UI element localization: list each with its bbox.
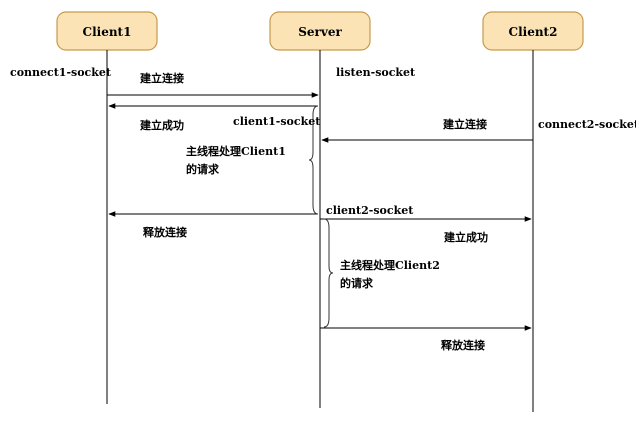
client1-handling-brace [308,105,319,215]
client2-note-line1: 主线程处理Client2 [340,258,440,272]
client2-title: Client2 [509,25,558,39]
c2-release-label: 释放连接 [441,338,485,352]
client1-note-line2: 的请求 [186,162,220,176]
client1-socket-label: client1-socket [233,115,321,128]
client1-title: Client1 [83,25,132,39]
c2-connect-label: 建立连接 [443,117,487,131]
c2-success-label: 建立成功 [444,230,488,244]
client1-note-line1: 主线程处理Client1 [186,144,286,158]
client2-handling-brace [323,218,334,328]
connect2-socket-label: connect2-socket [538,118,636,131]
c1-release-label: 释放连接 [143,225,187,239]
c1-success-label: 建立成功 [140,118,184,132]
listen-socket-label: listen-socket [336,66,416,79]
server-title: Server [298,25,342,39]
client2-box: Client2 [482,11,584,51]
server-box: Server [269,11,371,51]
client1-box: Client1 [56,11,158,51]
connect1-socket-label: connect1-socket [10,66,112,79]
client2-socket-label: client2-socket [326,204,414,217]
c1-connect-label: 建立连接 [140,71,184,85]
client2-note-line2: 的请求 [340,276,374,290]
